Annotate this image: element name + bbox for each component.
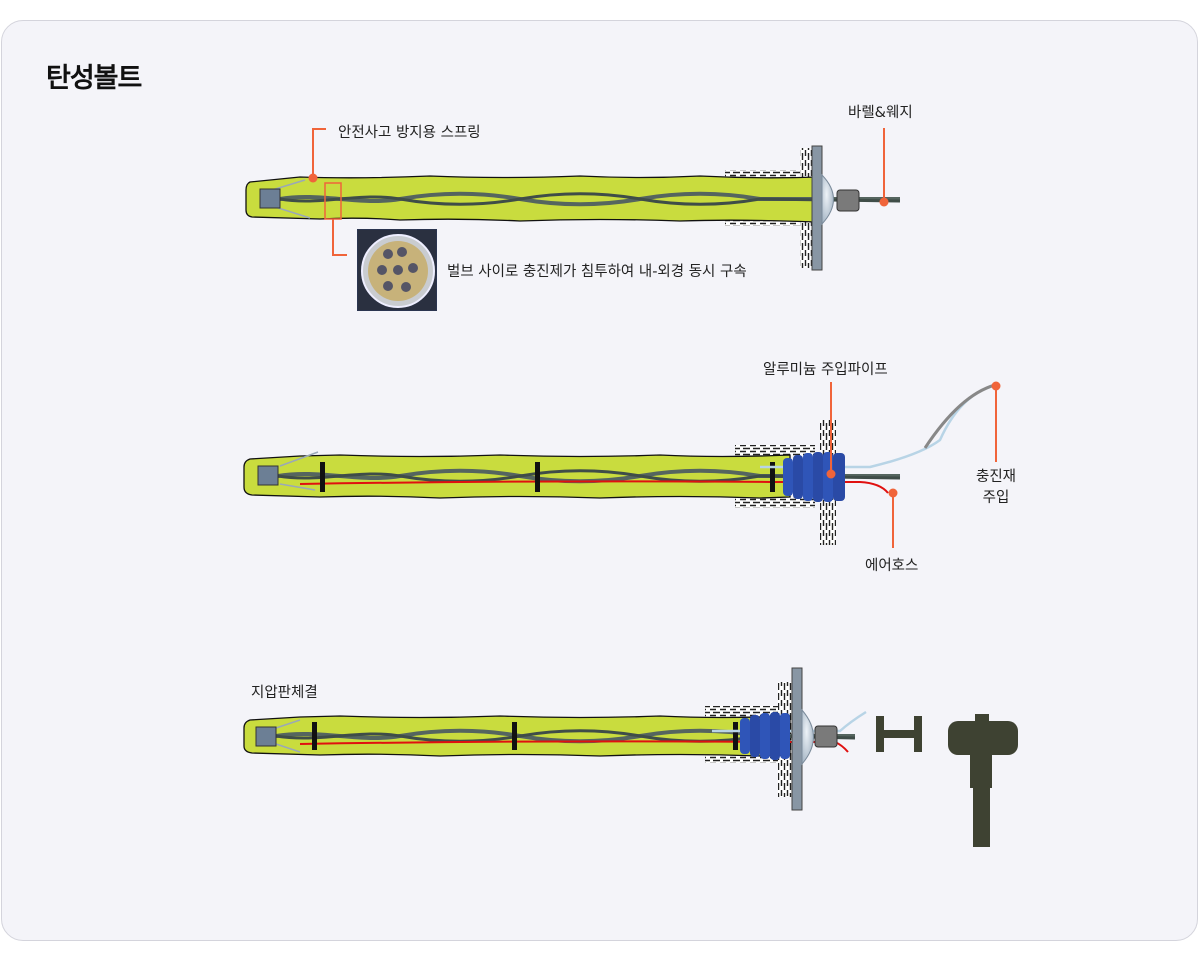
end-cap	[255, 726, 277, 747]
bearing-plate	[811, 145, 823, 271]
barrel-wedge	[836, 189, 860, 212]
spring-wire	[279, 451, 319, 491]
callout-dot	[826, 469, 836, 479]
callout-line-inset	[332, 219, 347, 256]
callout-line-spring	[312, 128, 326, 178]
bolt-diagram-3	[243, 667, 1018, 847]
air-hose	[299, 740, 849, 753]
page-title: 탄성볼트	[46, 63, 142, 94]
bolt-diagram-1	[245, 128, 901, 271]
rock-hatch	[735, 497, 815, 508]
spacer	[770, 462, 775, 492]
air-hose	[299, 480, 889, 494]
callout-dot	[888, 488, 898, 498]
rock-hatch	[705, 752, 795, 763]
end-cap	[257, 465, 279, 486]
injection-pipe	[712, 710, 867, 733]
label-air-hose: 에어호스	[865, 558, 919, 574]
injection-hose	[923, 383, 996, 449]
label-barrel-wedge: 바렐&웨지	[848, 105, 913, 121]
end-cap	[259, 188, 281, 209]
label-filler-injection: 충진재 주입	[966, 465, 1026, 507]
callout-dot	[991, 381, 1001, 391]
label-aluminum-pipe: 알루미늄 주입파이프	[763, 362, 888, 378]
callout-dot	[879, 197, 889, 207]
barrel-wedge	[814, 725, 838, 748]
callout-dot	[308, 173, 318, 183]
label-bulb-filler: 벌브 사이로 충진제가 침투하여 내-외경 동시 구속	[447, 264, 747, 280]
spacer	[320, 462, 325, 492]
rock-hatch	[705, 706, 795, 717]
dome-washer	[821, 173, 834, 226]
spacer	[512, 722, 517, 750]
dome-washer	[801, 708, 814, 766]
packer	[783, 452, 845, 502]
label-plate-fastening: 지압판체결	[251, 685, 318, 701]
bearing-plate	[791, 667, 803, 811]
setting-tool	[876, 716, 922, 752]
label-filler-line1: 충진재	[975, 469, 1017, 485]
bolt-diagram-2	[243, 381, 1001, 548]
spacer	[535, 462, 540, 492]
rock-hatch	[735, 445, 815, 456]
hammer-icon	[948, 714, 1018, 847]
label-safety-spring: 안전사고 방지용 스프링	[338, 125, 481, 141]
spacer	[312, 722, 317, 750]
rebar-strand	[279, 192, 901, 206]
label-filler-line2: 주입	[982, 490, 1010, 506]
packer	[740, 712, 790, 760]
spring-wire	[275, 719, 301, 753]
rock-hatch	[725, 170, 820, 181]
bulb-cross-section-photo	[357, 229, 437, 311]
spacer	[733, 722, 738, 750]
